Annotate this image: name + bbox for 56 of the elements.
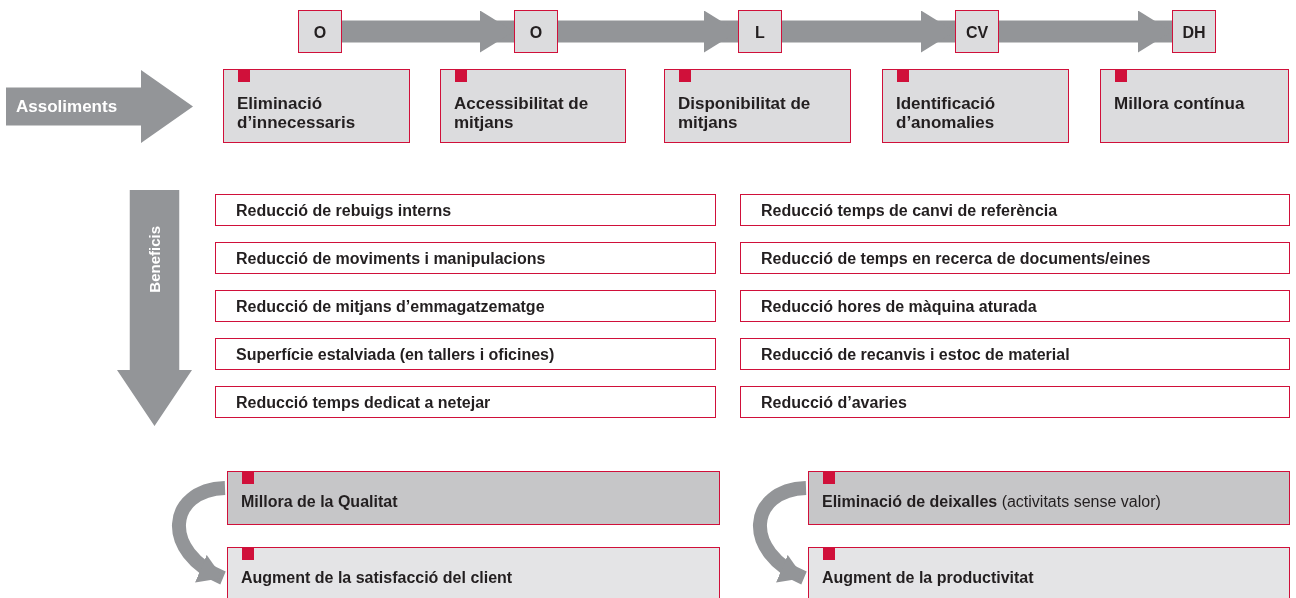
box-label: Reducció hores de màquina aturada [761,297,1037,316]
box-label: Reducció de rebuigs interns [236,201,452,220]
step-box [738,10,782,53]
box-label: Augment de la productivitat [822,568,1035,587]
benefit-box [215,386,716,418]
block-arrow [6,70,193,143]
arrow [999,10,1172,53]
result-box [227,471,720,525]
benefit-box [215,338,716,370]
block-arrow [117,190,192,426]
box-label: DH [1181,23,1207,42]
benefit-box [215,194,716,226]
benefit-box [215,290,716,322]
box-label: Millora de la Qualitat [241,492,399,511]
achievement-box [223,69,410,143]
box-label: Accessibilitat de mitjans [454,94,590,132]
arrow [558,10,738,53]
result-box [808,471,1290,525]
result-box [227,547,720,598]
achievement-box [440,69,626,143]
achievement-box [1100,69,1289,143]
benefit-box [740,386,1290,418]
arrow [342,10,514,53]
box-label: Reducció d’avaries [761,393,907,412]
arrow [782,10,955,53]
box-label: Assoliments [16,96,118,116]
box-label: Reducció temps dedicat a netejar [236,393,491,412]
benefit-box [740,194,1290,226]
box-label: Eliminació de deixalles (activitats sense valor) [822,492,1162,511]
box-label: Disponibilitat de mitjans [678,94,812,132]
achievement-box [882,69,1069,143]
box-label: Augment de la satisfacció del client [241,568,514,587]
benefit-box [740,290,1290,322]
box-label: Beneficis [144,226,164,293]
benefit-box [740,242,1290,274]
step-box [514,10,558,53]
step-box [955,10,999,53]
box-label: Reducció de mitjans d’emmagatzematge [236,297,545,316]
box-label: L [754,23,766,42]
benefit-box [215,242,716,274]
box-label: Millora contínua [1114,94,1246,113]
box-label: Reducció de temps en recerca de documents/eines [761,249,1151,268]
box-label: CV [964,23,990,42]
box-label: O [528,23,544,42]
box-label: Identificació d’anomalies [896,94,997,132]
box-label: Eliminació d’innecessaris [237,94,357,132]
achievement-box [664,69,851,143]
step-box [1172,10,1216,53]
box-label: Reducció de recanvis i estoc de material [761,345,1070,364]
benefit-box [740,338,1290,370]
box-label: Superfície estalviada (en tallers i oficines) [236,345,555,364]
box-label: Reducció temps de canvi de referència [761,201,1058,220]
box-label: O [312,23,328,42]
step-box [298,10,342,53]
result-box [808,547,1290,598]
box-label: Reducció de moviments i manipulacions [236,249,546,268]
